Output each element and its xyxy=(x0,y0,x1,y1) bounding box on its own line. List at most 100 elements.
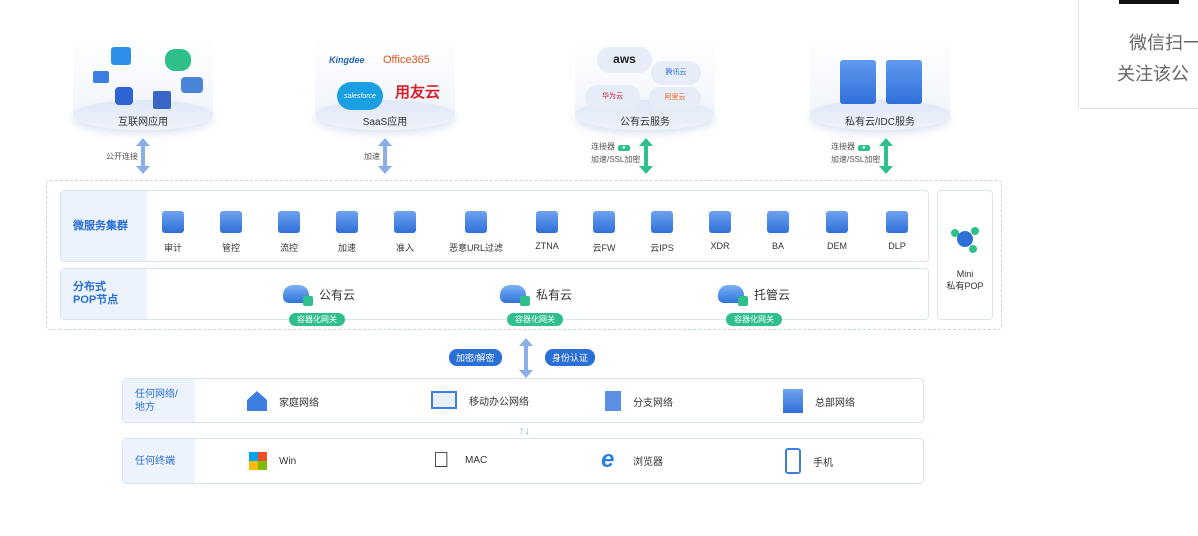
service-icon xyxy=(767,211,789,233)
platform-public-cloud: aws 腾讯云 华为云 阿里云 公有云服务 xyxy=(575,35,715,130)
connector-tag: ● xyxy=(858,145,870,151)
service-item: ZTNA xyxy=(517,211,577,251)
cloud-drive-icon xyxy=(181,77,203,93)
service-item: 管控 xyxy=(201,211,261,254)
service-label: 管控 xyxy=(221,243,240,253)
service-item: 加速 xyxy=(317,211,377,254)
platform-label: SaaS应用 xyxy=(362,117,408,128)
office365-logo: Office365 xyxy=(383,54,430,66)
pop-node-hosted: 托管云 xyxy=(718,285,790,306)
mini-label: Mini xyxy=(956,269,974,279)
service-icon xyxy=(394,211,416,233)
service-label: 云FW xyxy=(592,243,616,253)
link-label: 加速 xyxy=(364,152,380,161)
service-item: 云IPS xyxy=(632,211,692,254)
terminal-win: Win xyxy=(249,452,296,470)
ie-browser-icon: e xyxy=(601,446,615,473)
gamepad-icon xyxy=(165,49,191,71)
terminal-mac: MAC xyxy=(433,449,487,471)
service-label: ZTNA xyxy=(535,241,559,251)
bidirectional-arrow-icon xyxy=(378,138,392,174)
service-icon xyxy=(220,211,242,233)
service-label: DLP xyxy=(888,241,906,251)
mini-label: 私有POP xyxy=(946,281,984,291)
card-text: 微信扫一 xyxy=(1129,33,1198,53)
service-icon xyxy=(826,211,848,233)
service-icon xyxy=(709,211,731,233)
connector-tag: ● xyxy=(618,145,630,151)
platform-internet-apps: 互联网应用 xyxy=(73,35,213,130)
bidirectional-arrow-icon xyxy=(136,138,150,174)
service-item: 云FW xyxy=(574,211,634,254)
service-item: XDR xyxy=(690,211,750,251)
platform-label: 互联网应用 xyxy=(118,117,168,128)
network-home: 家庭网络 xyxy=(247,391,319,411)
mail-icon xyxy=(93,71,109,83)
salesforce-logo: salesforce xyxy=(337,82,383,110)
yonyou-logo: 用友云 xyxy=(395,84,441,101)
bidirectional-arrow-icon xyxy=(879,138,893,174)
qr-code-fragment xyxy=(1119,0,1179,4)
service-icon xyxy=(336,211,358,233)
service-item: 审计 xyxy=(143,211,203,254)
service-icon xyxy=(536,211,558,233)
server-icon xyxy=(840,60,876,104)
container-gateway-badge: 容器化网关 xyxy=(726,313,782,326)
service-label: 准入 xyxy=(395,243,414,253)
service-label: XDR xyxy=(710,241,730,251)
service-label: 云IPS xyxy=(650,243,674,253)
service-item: DLP xyxy=(867,211,927,251)
platform-label: 私有云/IDC服务 xyxy=(845,117,915,128)
huawei-cloud-logo: 华为云 xyxy=(585,85,640,109)
home-icon xyxy=(247,391,267,411)
public-cloud-icon xyxy=(283,285,313,306)
service-item: DEM xyxy=(807,211,867,251)
micro-services-row: 微服务集群 审计管控 流控 加速 准入 恶意URL过滤 ZTNA 云FW 云IPS XDR BA D… xyxy=(60,190,929,262)
link-label: 加速/SSL加密 xyxy=(831,155,881,164)
network-branch: 分支网络 xyxy=(605,391,673,411)
identity-auth-pill: 身份认证 xyxy=(545,349,596,366)
windows-icon xyxy=(249,452,267,470)
network-node-icon xyxy=(957,231,973,247)
kingdee-logo: Kingdee xyxy=(329,55,365,65)
baidu-icon xyxy=(115,87,133,105)
pop-node-public: 公有云 xyxy=(283,285,355,306)
laptop-icon xyxy=(431,391,457,409)
bidirectional-arrow-icon xyxy=(519,338,533,378)
aws-logo: aws xyxy=(597,47,652,73)
service-label: 恶意URL过滤 xyxy=(448,243,503,253)
service-label: 流控 xyxy=(279,243,298,253)
private-cloud-icon xyxy=(500,285,530,306)
link-label: 连接器● xyxy=(591,141,630,152)
pop-node-private: 私有云 xyxy=(500,285,572,306)
aliyun-logo: 阿里云 xyxy=(649,87,701,109)
service-icon xyxy=(465,211,487,233)
service-icon xyxy=(278,211,300,233)
platform-private-cloud: 私有云/IDC服务 xyxy=(810,35,950,130)
row-title: 微服务集群 xyxy=(61,191,147,261)
row-title: 任何终端 xyxy=(123,439,195,483)
network-row: 任何网络/地方 家庭网络 移动办公网络 分支网络 总部网络 xyxy=(122,378,924,423)
container-gateway-badge: 容器化网关 xyxy=(289,313,345,326)
tencent-cloud-logo: 腾讯云 xyxy=(651,61,701,85)
link-label: 加速/SSL加密 xyxy=(591,155,641,164)
service-icon xyxy=(593,211,615,233)
service-icon xyxy=(651,211,673,233)
encrypt-decrypt-pill: 加密/解密 xyxy=(449,349,502,366)
video-icon xyxy=(111,47,131,65)
card-text: 关注该公 xyxy=(1117,64,1189,84)
service-icon xyxy=(886,211,908,233)
service-label: 加速 xyxy=(337,243,356,253)
mini-private-pop: Mini 私有POP xyxy=(937,190,993,320)
network-hq: 总部网络 xyxy=(783,389,855,413)
platform-saas: Kingdee Office365 salesforce 用友云 SaaS应用 xyxy=(315,35,455,130)
service-item: 流控 xyxy=(259,211,319,254)
server-icon xyxy=(886,60,922,104)
service-label: BA xyxy=(771,241,784,251)
service-icon xyxy=(162,211,184,233)
container-gateway-badge: 容器化网关 xyxy=(507,313,563,326)
office-tower-icon xyxy=(783,389,803,413)
